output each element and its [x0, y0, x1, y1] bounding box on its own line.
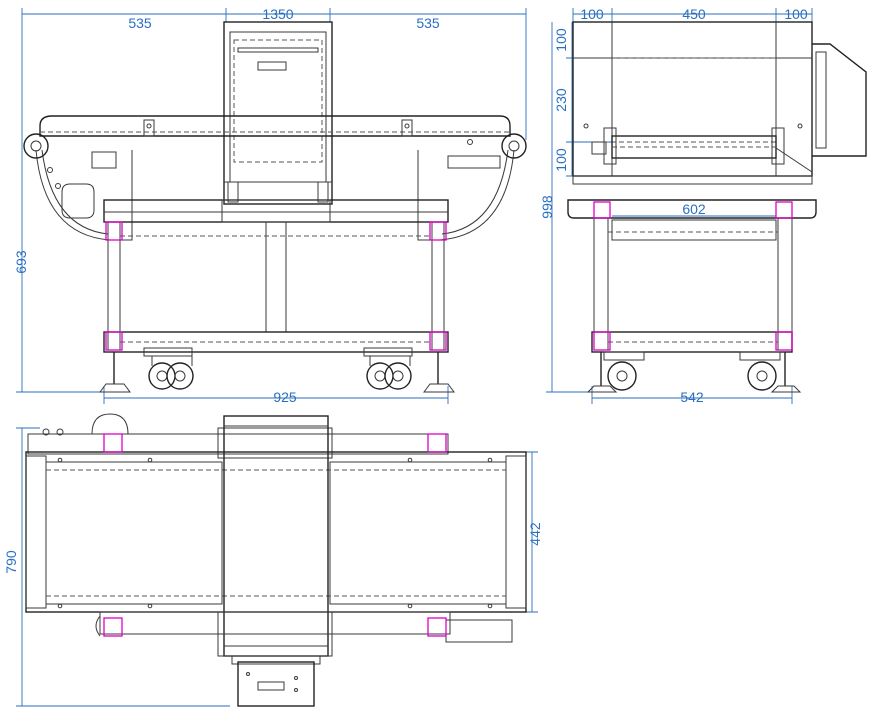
- front-dim-height: 693: [13, 250, 29, 274]
- top-view: 790 442: [3, 413, 543, 707]
- left-guard: [23, 133, 133, 241]
- top-marker-lower-left: [103, 617, 123, 637]
- rail-upper: [27, 413, 449, 459]
- feet-front: [99, 352, 455, 393]
- top-marker-upper-left: [103, 433, 123, 453]
- roller-side: [591, 127, 813, 173]
- right-guard: [417, 133, 527, 241]
- side-dim-v-bottom: 100: [553, 148, 569, 172]
- casters-side: [586, 351, 802, 393]
- side-marker-upper-right: [775, 201, 793, 219]
- top-marker-lower-right: [427, 617, 447, 637]
- top-dim-belt: 442: [527, 522, 543, 546]
- side-dimension-lines: [546, 8, 813, 404]
- front-dim-left: 535: [128, 15, 152, 31]
- caster-right-front: [363, 347, 413, 390]
- side-view: 100 450 100 100 230 100 998 602 542: [539, 6, 867, 405]
- front-dimension-lines: [16, 8, 527, 404]
- front-marker-upper-left: [105, 221, 123, 241]
- side-marker-upper-left: [593, 201, 611, 219]
- side-dim-top-left: 100: [580, 6, 604, 22]
- detector-head-side: [572, 21, 867, 177]
- side-dim-v-middle: 230: [553, 88, 569, 112]
- top-marker-upper-right: [427, 433, 447, 453]
- front-marker-lower-left: [105, 331, 123, 351]
- front-dim-right: 535: [416, 15, 440, 31]
- top-dim-depth: 790: [3, 550, 19, 574]
- side-dim-inner-width: 602: [682, 201, 706, 217]
- detector-head-front: [223, 21, 333, 205]
- side-dim-overall-height: 998: [539, 195, 555, 219]
- conveyor-front: [39, 115, 511, 137]
- front-dim-frame: 925: [273, 389, 297, 405]
- belt-bed: [25, 451, 527, 613]
- front-dim-overall: 1350: [262, 6, 293, 22]
- side-dim-v-top: 100: [553, 28, 569, 52]
- side-marker-lower-left: [593, 331, 611, 351]
- frame-front: [103, 199, 449, 353]
- side-dim-base-width: 542: [680, 389, 704, 405]
- control-panel-top: [231, 655, 321, 707]
- caster-left-front: [143, 347, 194, 390]
- frame-side: [567, 175, 817, 353]
- side-marker-lower-right: [775, 331, 793, 351]
- side-dim-top-middle: 450: [682, 6, 706, 22]
- front-view: 535 1350 535 925 693: [13, 6, 527, 405]
- rail-lower: [95, 611, 513, 657]
- side-dim-top-right: 100: [784, 6, 808, 22]
- front-marker-upper-right: [429, 221, 447, 241]
- front-marker-lower-right: [429, 331, 447, 351]
